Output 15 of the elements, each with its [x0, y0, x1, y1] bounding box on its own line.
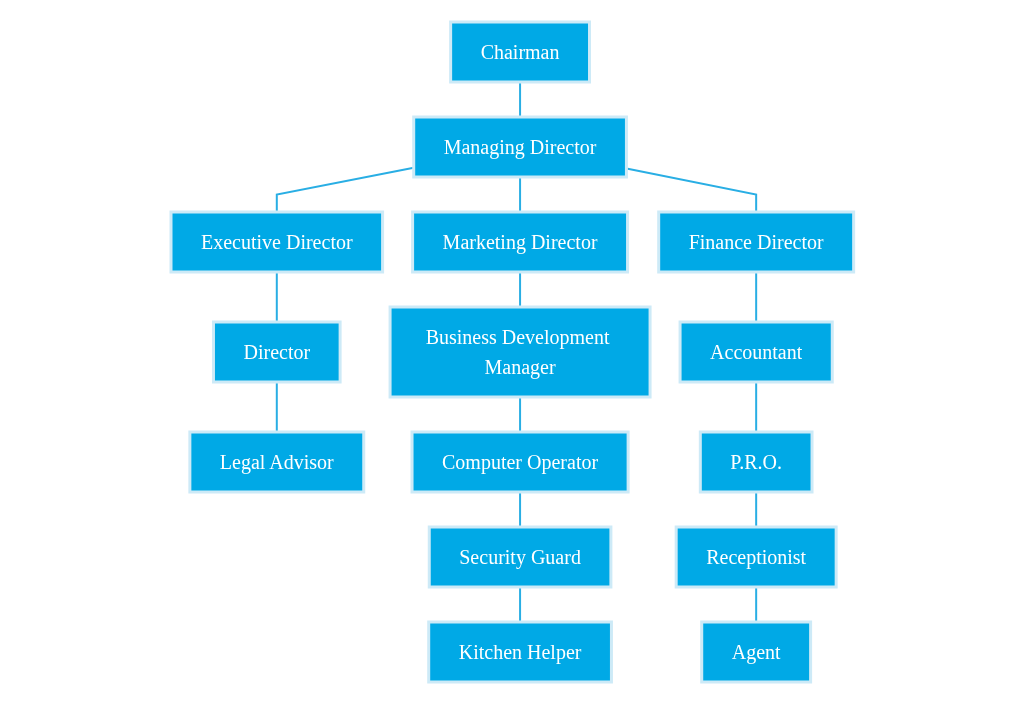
node-box: Computer Operator — [410, 430, 630, 493]
node-box: Kitchen Helper — [426, 620, 613, 683]
node-box: Finance Director — [656, 210, 855, 273]
node-box: Agent — [699, 620, 812, 683]
node-box: Legal Advisor — [188, 430, 365, 493]
node-box: Managing Director — [411, 115, 628, 178]
node-box: Marketing Director — [410, 210, 629, 273]
node-box: Receptionist — [674, 525, 838, 588]
node-box: Executive Director — [169, 210, 384, 273]
node-box: Business Development Manager — [388, 305, 652, 398]
node-box: Accountant — [678, 320, 834, 383]
node-box: Director — [211, 320, 342, 383]
node-box: P.R.O. — [698, 430, 814, 493]
node-box: Chairman — [448, 20, 591, 83]
node-box: Security Guard — [427, 525, 613, 588]
